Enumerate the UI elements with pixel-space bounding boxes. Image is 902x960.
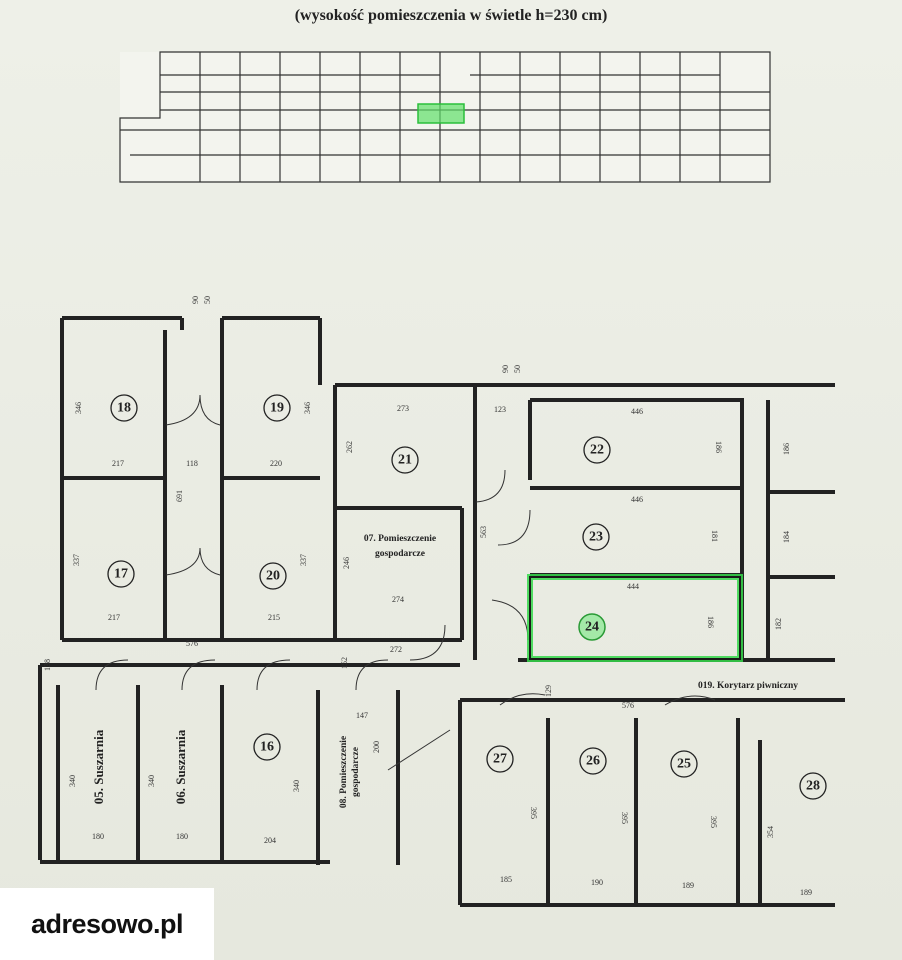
dim-186c: 186	[782, 443, 791, 455]
dim-186a: 186	[714, 441, 723, 453]
dim-246: 246	[342, 557, 351, 569]
dim-181: 181	[710, 530, 719, 542]
dim-138: 138	[43, 659, 52, 671]
dim-190: 190	[591, 878, 603, 887]
dim-204: 204	[264, 836, 276, 845]
walls	[38, 316, 845, 907]
room-08-label-line1: 08. Pomieszczenie	[339, 736, 349, 808]
room-number-27: 27	[493, 752, 507, 767]
dim-444: 444	[627, 582, 639, 591]
dim-354: 354	[766, 826, 775, 838]
room-07-label-line2: gospodarcze	[375, 549, 425, 559]
dim-340c: 340	[292, 780, 301, 792]
dim-152: 152	[340, 657, 349, 669]
room-number-17: 17	[114, 567, 128, 582]
room-number-21: 21	[398, 453, 412, 468]
dim-186b: 186	[706, 616, 715, 628]
room-06-label: 06. Suszarnia	[173, 729, 188, 804]
dim-147: 147	[356, 711, 368, 720]
dim-129: 129	[544, 685, 553, 697]
doors	[95, 394, 716, 771]
dimensions: 90 50 90 50 346 346 217 118 220 691 337 …	[43, 296, 812, 897]
dim-180a: 180	[92, 832, 104, 841]
dim-90b: 90	[501, 365, 510, 373]
dim-576a: 576	[186, 639, 198, 648]
room-markers	[107, 394, 827, 800]
dim-346b: 346	[303, 402, 312, 414]
room-08-label-line2: gospodarcze	[351, 747, 361, 797]
dim-217a: 217	[112, 459, 124, 468]
dim-563: 563	[479, 526, 488, 538]
overview-plan	[119, 51, 771, 183]
dim-220: 220	[270, 459, 282, 468]
plan-heading: (wysokość pomieszczenia w świetle h=230 …	[294, 7, 608, 24]
dim-576b: 576	[622, 701, 634, 710]
room-number-19: 19	[270, 401, 284, 416]
dim-123: 123	[494, 405, 506, 414]
room-number-28: 28	[806, 779, 820, 794]
room-number-26: 26	[586, 754, 600, 769]
dim-274: 274	[392, 595, 404, 604]
dim-340b: 340	[147, 775, 156, 787]
room-number-18: 18	[117, 401, 131, 416]
dim-273: 273	[397, 404, 409, 413]
dim-182: 182	[774, 618, 783, 630]
dim-50a: 50	[203, 296, 212, 304]
dim-395b: 395	[620, 812, 629, 824]
dim-90a: 90	[191, 296, 200, 304]
dim-272: 272	[390, 645, 402, 654]
room-05-label: 05. Suszarnia	[91, 729, 106, 804]
dim-446a: 446	[631, 407, 643, 416]
dim-395c: 395	[709, 816, 718, 828]
dim-189b: 189	[800, 888, 812, 897]
room-number-22: 22	[590, 443, 604, 458]
dim-337b: 337	[299, 554, 308, 566]
dim-395a: 395	[529, 807, 538, 819]
room-number-20: 20	[266, 569, 280, 584]
logo-text: adresowo.pl	[30, 908, 184, 939]
dim-446b: 446	[631, 495, 643, 504]
dim-215: 215	[268, 613, 280, 622]
corridor-label: 019. Korytarz piwniczny	[698, 681, 798, 691]
dim-118: 118	[186, 459, 198, 468]
room-number-16: 16	[260, 740, 274, 755]
dim-346a: 346	[74, 402, 83, 414]
room-24-marker	[578, 613, 606, 641]
dim-180b: 180	[176, 832, 188, 841]
dim-217b: 217	[108, 613, 120, 622]
adresowo-logo: adresowo.pl	[0, 888, 214, 960]
room-number-23: 23	[589, 530, 603, 545]
room-07-label-line1: 07. Pomieszczenie	[364, 534, 436, 544]
dim-200: 200	[372, 741, 381, 753]
dim-185: 185	[500, 875, 512, 884]
overview-highlight-room	[417, 103, 465, 124]
dim-340a: 340	[68, 775, 77, 787]
dim-189a: 189	[682, 881, 694, 890]
dim-50b: 50	[513, 365, 522, 373]
room-number-24: 24	[585, 620, 599, 635]
dim-337a: 337	[72, 554, 81, 566]
dim-262: 262	[345, 441, 354, 453]
room-24-outline	[529, 576, 741, 660]
dim-184: 184	[782, 531, 791, 543]
dim-691: 691	[175, 490, 184, 502]
room-number-25: 25	[677, 757, 691, 772]
